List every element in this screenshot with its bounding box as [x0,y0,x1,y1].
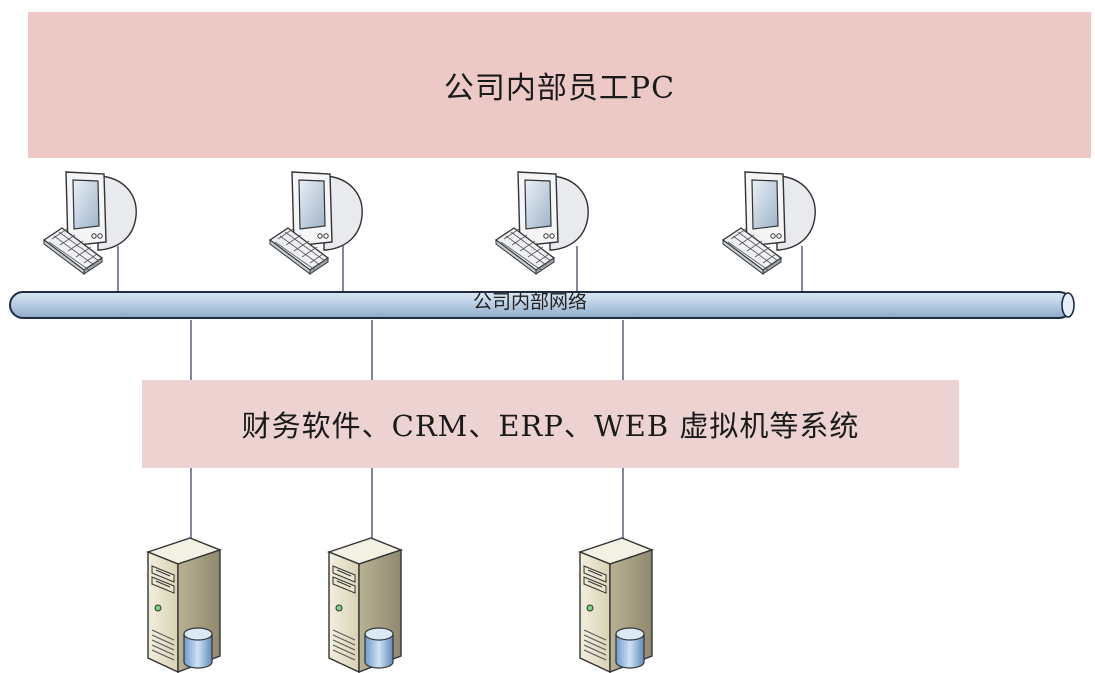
server-1 [147,537,221,673]
server-connection-lines [190,320,624,545]
network-label: 公司内部网络 [473,291,588,313]
pc-connection-lines [117,246,803,292]
system-band: 财务软件、CRM、ERP、WEB 虚拟机等系统 [142,380,959,468]
server-tower-icon [579,537,653,673]
pc-2 [269,171,363,275]
pc-1 [43,171,137,275]
employee-pc-band: 公司内部员工PC [28,12,1091,158]
desktop-computer-icon [495,171,589,275]
server-tower-icon [147,537,221,673]
network-bus [9,291,1075,319]
pc-3 [495,171,589,275]
employee-pc-label: 公司内部员工PC [443,71,676,106]
pc-4 [722,171,816,275]
system-band-label: 财务软件、CRM、ERP、WEB 虚拟机等系统 [241,409,860,443]
desktop-computer-icon [722,171,816,275]
server-tower-icon [328,537,402,673]
desktop-computer-icon [269,171,363,275]
server-3 [579,537,653,673]
server-2 [328,537,402,673]
desktop-computer-icon [43,171,137,275]
